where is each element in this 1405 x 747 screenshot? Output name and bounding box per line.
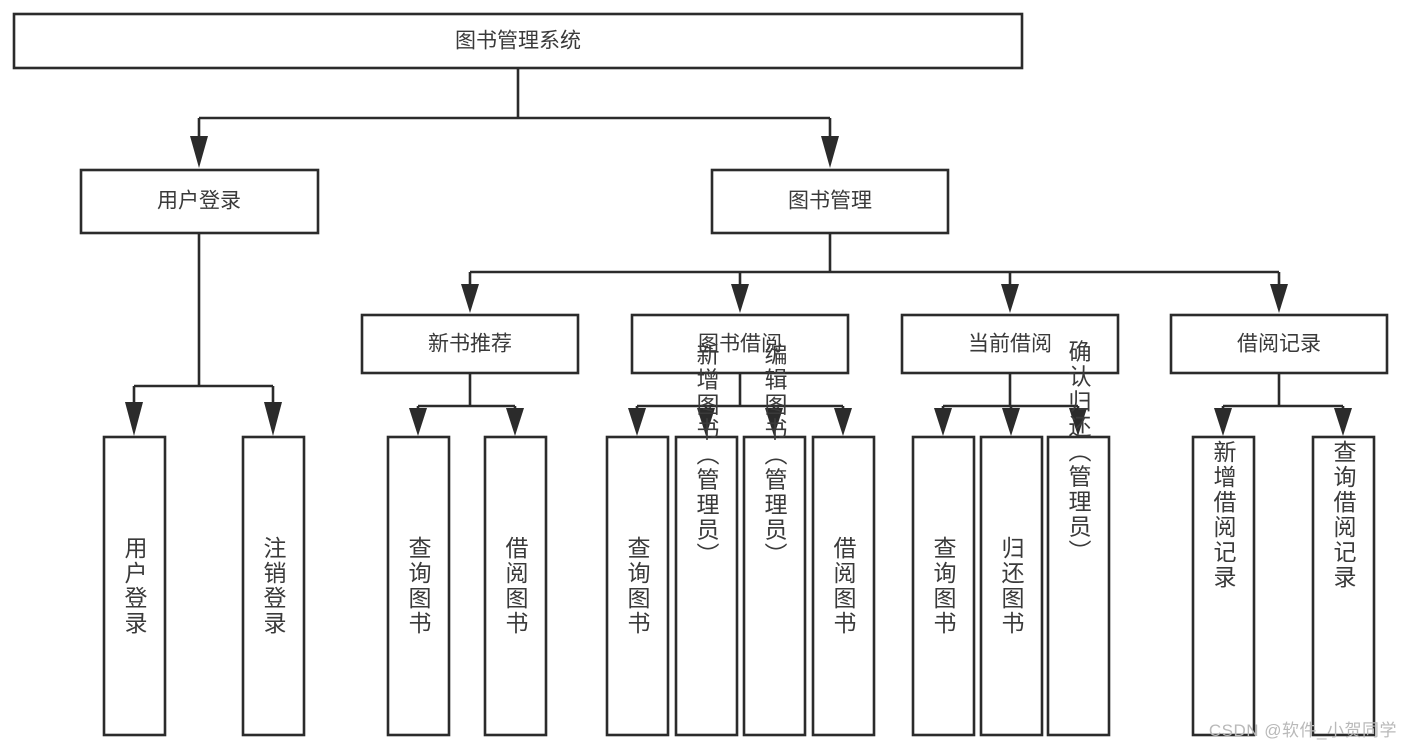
node-book-borrow-box[interactable] — [630, 313, 850, 375]
arrow-head-cb-leaf-1 — [934, 408, 952, 436]
leaf-new-book-query[interactable]: 查询图书 — [386, 435, 451, 737]
leaf-box[interactable] — [979, 435, 1044, 737]
node-borrow-record-label: 借阅记录 — [1237, 333, 1321, 356]
leaf-borrow-record-add[interactable]: 新增借阅记录 — [1191, 435, 1256, 737]
leaf-label: 查询借阅记录 — [1330, 440, 1357, 590]
node-borrow-record-box[interactable] — [1169, 313, 1389, 375]
leaf-book-borrow-edit[interactable]: 编辑图书（管理员） — [742, 343, 807, 737]
arrow-head-leaf-logout — [264, 402, 282, 436]
arrow-head-book-manage — [821, 136, 839, 168]
arrow-head-br-leaf-2 — [1334, 408, 1352, 436]
leaf-current-borrow-return[interactable]: 归还图书 — [979, 435, 1044, 737]
leaf-borrow-record-query[interactable]: 查询借阅记录 — [1311, 435, 1376, 737]
node-book-borrow[interactable]: 图书借阅 — [630, 313, 850, 375]
connector-group-current-borrow — [934, 373, 1087, 436]
leaf-box[interactable] — [241, 435, 306, 737]
watermark-text: CSDN @软件_小贺同学 — [1208, 721, 1397, 740]
node-book-manage-label: 图书管理 — [788, 190, 872, 213]
leaf-box[interactable] — [483, 435, 548, 737]
arrow-head-nb-leaf-1 — [409, 408, 427, 436]
arrow-head-new-book — [461, 284, 479, 313]
leaf-current-borrow-confirm[interactable]: 确认归还（管理员） — [1046, 340, 1111, 737]
node-book-manage[interactable]: 图书管理 — [710, 168, 950, 235]
node-new-book-recommend[interactable]: 新书推荐 — [360, 313, 580, 375]
arrow-head-bb-leaf-2 — [697, 408, 715, 436]
arrow-head-bb-leaf-3 — [765, 408, 783, 436]
arrow-head-br-leaf-1 — [1214, 408, 1232, 436]
node-new-book-recommend-label: 新书推荐 — [428, 333, 512, 356]
connector-group-root — [190, 68, 839, 168]
arrow-head-book-borrow — [731, 284, 749, 313]
connector-group-new-book — [409, 373, 524, 436]
leaf-box[interactable] — [1046, 435, 1111, 737]
leaf-label: 确认归还（管理员） — [1065, 340, 1092, 565]
leaf-box[interactable] — [386, 435, 451, 737]
node-user-login-label: 用户登录 — [157, 190, 241, 213]
arrow-head-cb-leaf-2 — [1002, 408, 1020, 436]
leaf-label: 借阅图书 — [830, 536, 857, 636]
leaf-box[interactable] — [811, 435, 876, 737]
leaf-book-borrow-query[interactable]: 查询图书 — [605, 435, 670, 737]
leaf-box[interactable] — [674, 435, 739, 737]
arrow-head-leaf-user-login — [125, 402, 143, 436]
arrow-head-cb-leaf-3 — [1069, 408, 1087, 436]
arrow-head-borrow-record — [1270, 284, 1288, 313]
leaf-box[interactable] — [1311, 435, 1376, 737]
leaf-user-login-login[interactable]: 用户登录 — [102, 435, 167, 737]
leaf-label: 编辑图书（管理员） — [761, 343, 788, 568]
node-root[interactable]: 图书管理系统 — [12, 12, 1024, 70]
leaf-label: 用户登录 — [121, 536, 148, 636]
leaf-current-borrow-query[interactable]: 查询图书 — [911, 435, 976, 737]
connector-group-borrow-record — [1214, 373, 1352, 436]
node-current-borrow-label: 当前借阅 — [968, 333, 1052, 356]
node-user-login[interactable]: 用户登录 — [79, 168, 320, 235]
arrow-head-user-login — [190, 136, 208, 168]
connector-group-book-borrow — [628, 373, 852, 436]
node-root-box[interactable] — [12, 12, 1024, 70]
leaf-book-borrow-add[interactable]: 新增图书（管理员） — [674, 343, 739, 737]
node-new-book-recommend-box[interactable] — [360, 313, 580, 375]
node-book-manage-box[interactable] — [710, 168, 950, 235]
leaf-label: 查询图书 — [405, 536, 432, 636]
node-current-borrow-box[interactable] — [900, 313, 1120, 375]
node-root-label: 图书管理系统 — [455, 30, 581, 53]
leaf-label: 新增图书（管理员） — [693, 343, 720, 568]
node-borrow-record[interactable]: 借阅记录 — [1169, 313, 1389, 375]
node-current-borrow[interactable]: 当前借阅 — [900, 313, 1120, 375]
leaf-box[interactable] — [102, 435, 167, 737]
leaf-label: 借阅图书 — [502, 536, 529, 636]
leaf-label: 归还图书 — [998, 536, 1025, 636]
connector-group-book-manage — [461, 233, 1288, 313]
leaf-label: 查询图书 — [930, 536, 957, 636]
arrow-head-current-borrow — [1001, 284, 1019, 313]
leaf-box[interactable] — [605, 435, 670, 737]
leaf-box[interactable] — [911, 435, 976, 737]
arrow-head-nb-leaf-2 — [506, 408, 524, 436]
node-user-login-box[interactable] — [79, 168, 320, 235]
leaf-new-book-borrow[interactable]: 借阅图书 — [483, 435, 548, 737]
leaf-label: 查询图书 — [624, 536, 651, 636]
node-book-borrow-label: 图书借阅 — [698, 333, 782, 356]
arrow-head-bb-leaf-1 — [628, 408, 646, 436]
leaf-label: 新增借阅记录 — [1210, 440, 1237, 590]
leaf-box[interactable] — [1191, 435, 1256, 737]
leaf-user-login-logout[interactable]: 注销登录 — [241, 435, 306, 737]
leaf-label: 注销登录 — [260, 536, 287, 636]
leaf-box[interactable] — [742, 435, 807, 737]
connector-group-user-login — [125, 233, 282, 436]
arrow-head-bb-leaf-4 — [834, 408, 852, 436]
leaf-book-borrow-borrow[interactable]: 借阅图书 — [811, 435, 876, 737]
